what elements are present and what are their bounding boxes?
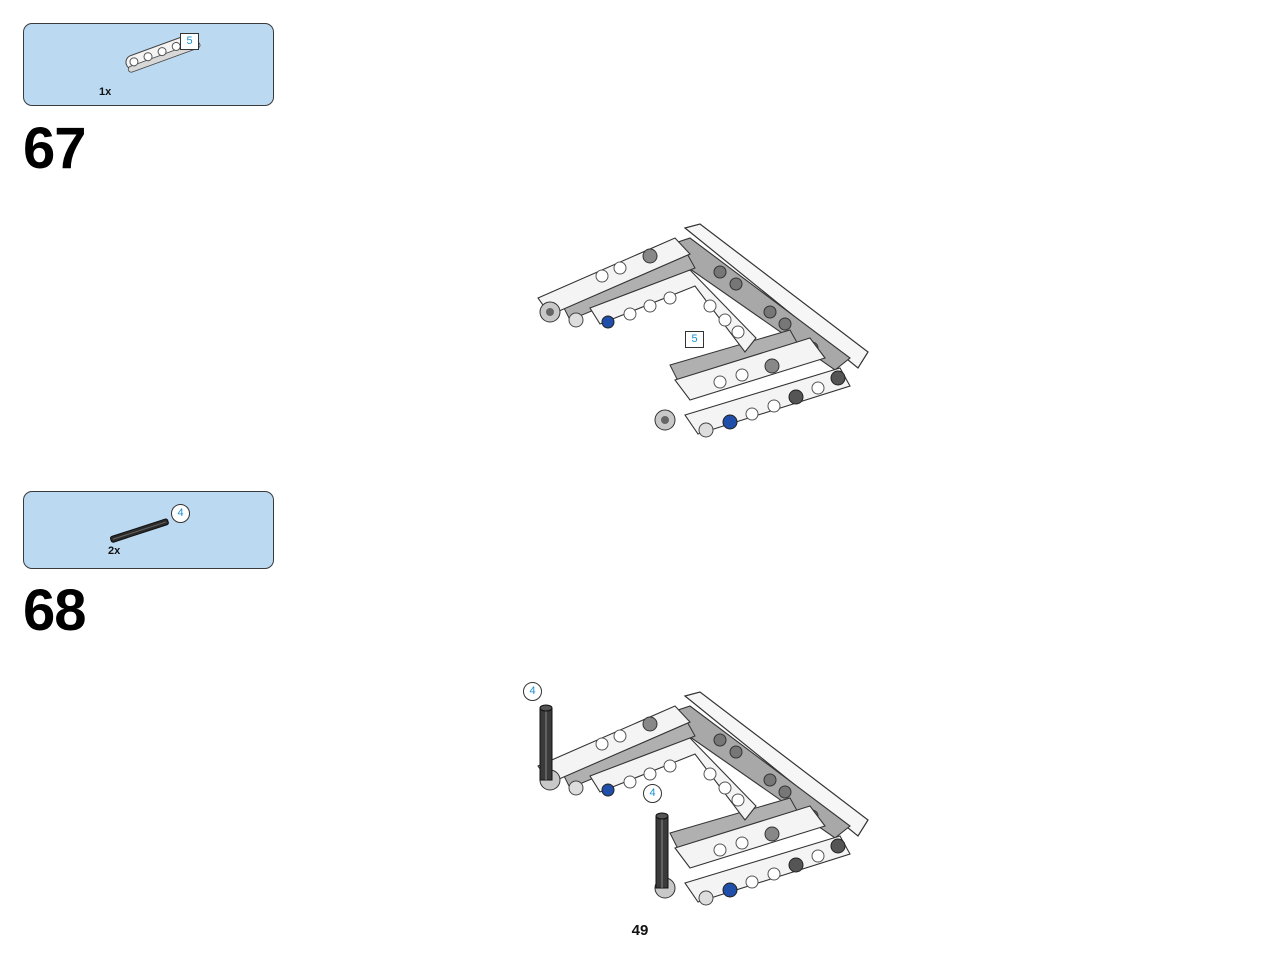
assembly-illustration: [537, 691, 869, 906]
parts-list-panel: 5 1x: [23, 23, 274, 106]
part-callout: 5: [180, 33, 199, 50]
parts-list-panel: 4 2x: [23, 491, 274, 569]
part-quantity: 1x: [99, 86, 112, 98]
assembly-callout: 4: [523, 682, 542, 701]
assembly-callout: 5: [685, 331, 704, 348]
axle-right: [655, 812, 669, 889]
step-number: 68: [23, 578, 87, 643]
page-number: 49: [631, 922, 649, 939]
liftarm-part-icon: [125, 33, 201, 73]
part-quantity: 2x: [108, 545, 121, 557]
part-callout: 4: [171, 504, 190, 523]
step-number: 67: [23, 116, 87, 181]
assembly-callout: 4: [643, 784, 662, 803]
assembly-illustration: [537, 223, 869, 438]
axle-part-icon: [110, 518, 169, 543]
axle-left: [539, 704, 553, 781]
